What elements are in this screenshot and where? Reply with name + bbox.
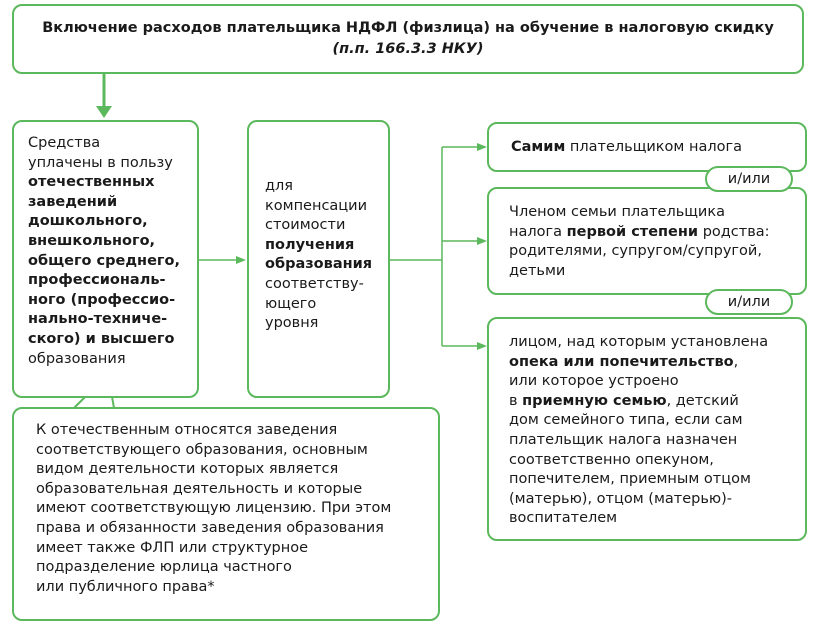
funds-bold-text: общего среднего, — [28, 252, 180, 269]
funds-bold-text: дошкольного, — [28, 213, 148, 230]
family-text: Членом семьи плательщика — [509, 204, 725, 220]
guardian-text: , детский — [666, 392, 739, 409]
purpose-text: стоимости — [265, 217, 346, 234]
family-text: налога — [509, 223, 563, 240]
title-line-2: (п.п. 166.3.3 НКУ) — [332, 41, 484, 57]
guardian-text: или которое устроено — [509, 373, 679, 390]
purpose-text: уровня — [265, 315, 319, 332]
and-or-connector-1: и/или — [705, 166, 793, 192]
purpose-box: для компенсации стоимости получения обра… — [247, 120, 390, 398]
note-text: видом деятельности которых является — [36, 461, 339, 478]
guardianship-box: лицом, над которым установлена опека или… — [487, 317, 807, 541]
funds-text: образования — [28, 350, 126, 367]
guardian-text: лицом, над которым установлена — [509, 334, 769, 350]
footnote-box: К отечественным относятся заведения соот… — [12, 407, 440, 621]
diagram-title: Включение расходов плательщика НДФЛ (физ… — [12, 4, 804, 74]
purpose-text: для — [265, 178, 294, 194]
funds-bold-text: ского) и высшего — [28, 330, 175, 347]
purpose-text: соответству- — [265, 275, 364, 292]
family-text: детьми — [509, 262, 566, 279]
note-text: подразделение юрлица частного — [36, 559, 292, 576]
guardian-text: воспитателем — [509, 510, 618, 527]
funds-bold-text: ного (профессио- — [28, 291, 176, 308]
funds-bold-text: профессиональ- — [28, 272, 166, 289]
note-text: имеют соответствующую лицензию. При этом — [36, 500, 392, 517]
funds-bold-text: отечественных — [28, 174, 155, 191]
funds-bold-text: внешкольного, — [28, 232, 156, 249]
note-text: имеет также ФЛП или структурное — [36, 539, 309, 556]
guardian-text: (матерью), отцом (матерью)- — [509, 490, 732, 507]
note-text: права и обязанности заведения образовани… — [36, 519, 384, 536]
funds-bold-text: нально-техниче- — [28, 311, 168, 328]
guardian-text: попечителем, приемным отцом — [509, 471, 751, 488]
title-arrowhead — [96, 106, 112, 118]
purpose-text: компенсации — [265, 197, 368, 214]
and-or-connector-2: и/или — [705, 289, 793, 315]
guardian-text: соответственно опекуном, — [509, 451, 714, 468]
family-text: родителями, супругом/супругой, — [509, 243, 762, 260]
title-line-1: Включение расходов плательщика НДФЛ (физ… — [42, 20, 774, 36]
funds-text: Средства — [28, 135, 101, 151]
funds-text: уплачены в пользу — [28, 154, 173, 171]
note-text: соответствующего образования, основным — [36, 441, 368, 458]
note-text: К отечественным относятся заведения — [36, 422, 338, 438]
guardian-text: дом семейного типа, если сам — [509, 412, 743, 429]
purpose-bold-text: получения — [265, 236, 355, 253]
funds-bold-text: заведений — [28, 193, 118, 210]
guardian-text: в — [509, 392, 518, 409]
family-member-box: Членом семьи плательщика налога первой с… — [487, 187, 807, 295]
guardian-text: , — [733, 353, 739, 370]
family-text: родства: — [702, 223, 770, 240]
note-text: или публичного права* — [36, 578, 215, 595]
purpose-bold-text: образования — [265, 256, 373, 273]
funds-box: Средства уплачены в пользу отечественных… — [12, 120, 199, 398]
guardian-bold-text: опека или попечительство — [509, 353, 734, 370]
guardian-text: плательщик налога назначен — [509, 431, 738, 448]
self-bold-text: Самим — [511, 139, 566, 155]
self-text: плательщиком налога — [569, 139, 742, 155]
guardian-bold-text: приемную семью — [522, 392, 667, 409]
self-payer-box: Самим плательщиком налога — [487, 122, 807, 172]
family-bold-text: первой степени — [566, 223, 699, 240]
note-text: образовательная деятельность и которые — [36, 480, 363, 497]
purpose-text: ющего — [265, 295, 317, 312]
